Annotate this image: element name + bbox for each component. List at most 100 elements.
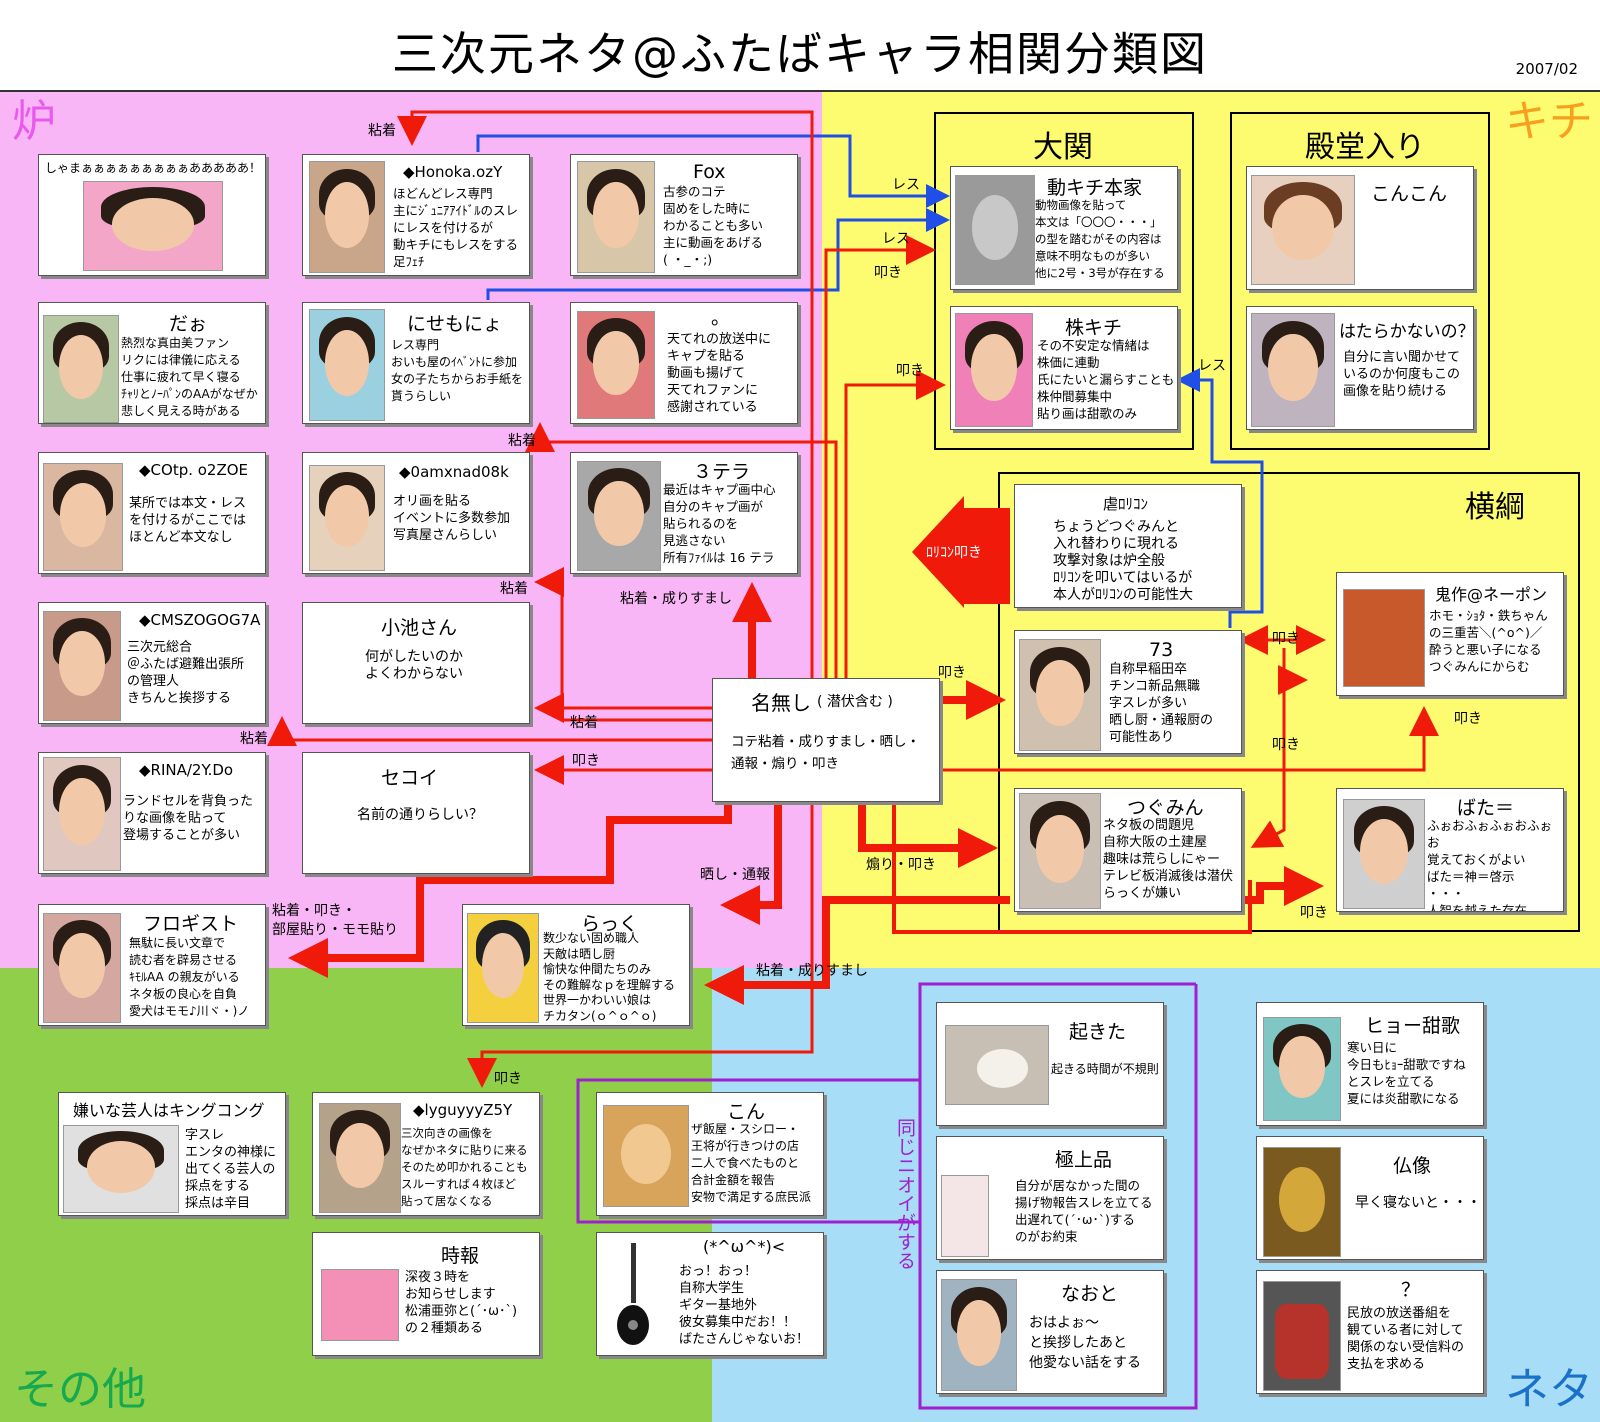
photo: [1263, 1017, 1341, 1121]
card-hatarakanai: はたらかないの？ 自分に言い聞かせて いるのか何度もこの 画像を貼り続ける: [1246, 306, 1474, 430]
photo: [603, 1105, 689, 1207]
card-desc: 名前の通りらしい？: [357, 807, 483, 823]
arrow-nanashi-cmsz: [267, 716, 712, 746]
card-name: セコイ: [381, 767, 439, 789]
card-jihou: 時報 深夜３時を お知らせします 松浦亜弥と(´･ω･`) の２種類ある: [312, 1232, 540, 1356]
arrow-label-res1: レス: [892, 177, 920, 193]
card-bata: ばた＝ ふぉおふぉふぉおふぉお 覚えておくがよい ばた＝神＝啓示 ・・・ 人智を…: [1336, 788, 1564, 912]
card-tsugumin: つぐみん ネタ板の問題児 自称大阪の土建屋 趣味は荒らしにゃー テレビ板消滅後は…: [1014, 788, 1242, 912]
card-desc: ホモ・ｼｮﾀ・鉄ちゃん の三重苦＼(^o^)／ 酔うと悪い子になる つぐみんにか…: [1429, 608, 1548, 674]
photo: [467, 913, 539, 1023]
card-desc: 数少ない固め職人 天敵は晒し厨 愉快な仲間たちのみ その難解なｐを理解する 世界…: [543, 931, 676, 1023]
photo: [1343, 589, 1425, 687]
card-desc: その不安定な情緒は 株価に連動 氏にたいと漏らすことも 株仲間募集中 貼り画は甜…: [1037, 338, 1175, 421]
card-frogist: フロギスト 無駄に長い文章で 読む者を辟易させる ｷﾓﾙAA の親友がいる ネタ…: [38, 904, 266, 1026]
card-desc: おっ！おっ！ 自称大学生 ギター基地外 彼女募集中だお！！ ばたさんじゃないお！: [679, 1264, 810, 1347]
card-sekoi: セコイ 名前の通りらしい？: [302, 752, 530, 874]
card-okita: 起きた 起きる時間が不規則: [936, 1002, 1164, 1126]
card-name: 名無し: [751, 691, 811, 715]
arrow-nisemonyo-doukichi: [486, 208, 950, 300]
arrow-label-res2: レス: [882, 231, 910, 247]
card-desc: 三次元総合 ＠ふたば避難出張所 の管理人 きちんと挨拶する: [127, 640, 245, 706]
card-desc: ザ飯屋・スシロー・ 王将が行きつけの店 二人で食べたものと 合計金額を報告 安物…: [691, 1122, 812, 1204]
photo: [945, 1025, 1049, 1105]
card-desc: 自分に言い聞かせて いるのか何度もこの 画像を貼り続ける: [1343, 350, 1461, 399]
photo: [1263, 1281, 1341, 1391]
card-name: 虐ﾛﾘｺﾝ: [1103, 495, 1149, 513]
photo: [1343, 799, 1425, 909]
arrow-label-nenchaku4: 粘着: [570, 715, 598, 731]
card-nanashi: 名無し ( 潜伏含む ) コテ粘着・成りすまし・晒し・ 通報・煽り・叩き: [712, 678, 940, 802]
card-oamx: ◆0amxnad08k オリ画を貼る イベントに多数参加 写真屋さんらしい: [302, 452, 530, 574]
card-desc: オリ画を貼る イベントに多数参加 写真屋さんらしい: [393, 494, 511, 543]
photo: [63, 1125, 179, 1213]
card-kon: こん ザ飯屋・スシロー・ 王将が行きつけの店 二人で食べたものと 合計金額を報告…: [596, 1092, 824, 1216]
photo: [577, 461, 661, 571]
card-desc: 古参のコテ 固めをした時に わかることも多い 主に動画をあげる ( ・_・;): [663, 184, 764, 267]
card-name: 仏像: [1393, 1155, 1432, 1177]
card-desc: 天てれの放送中に キャプを貼る 動画も揚げて 天てれファンに 感謝されている: [667, 332, 772, 415]
card-name: らっく: [581, 913, 639, 935]
card-doukichi: 動キチ本家 動物画像を貼って 本文は「〇〇〇・・・」 の型を踏むがその内容は 意…: [950, 166, 1178, 290]
photo: [309, 465, 385, 571]
arrow-nanashi-doukichi: [824, 235, 936, 688]
photo: [1263, 1147, 1341, 1257]
arrow-nanashi-kisaku: [940, 706, 1439, 772]
photo: [1019, 793, 1101, 909]
card-name: ◆RINA/2Y.Do: [139, 761, 234, 779]
card-desc: 起きる時間が不規則: [1051, 1062, 1159, 1076]
card-guitar: (*^ω^*)< おっ！おっ！ 自称大学生 ギター基地外 彼女募集中だお！！ ば…: [596, 1232, 824, 1356]
photo: [319, 1103, 401, 1213]
arrow-nanashi-bottom: [467, 790, 814, 1088]
arrow-nanashi-tsugumin-big: [858, 790, 998, 868]
photo: [955, 175, 1035, 285]
title-bar: 三次元ネタ@ふたばキャラ相関分類図 2007/02: [0, 0, 1600, 92]
card-desc: おはよぉ～ と挨拶したあと 他愛ない話をする: [1029, 1315, 1141, 1371]
card-73: 73 自称早稲田卒 チンコ新品無職 字スレが多い 晒し厨・通報厨の 可能性あり: [1014, 630, 1242, 754]
page-title: 三次元ネタ@ふたばキャラ相関分類図: [392, 27, 1208, 81]
card-name: だぉ: [169, 313, 208, 335]
card-desc: 自称早稲田卒 チンコ新品無職 字スレが多い 晒し厨・通報厨の 可能性あり: [1109, 662, 1214, 745]
arrow-label-tataki9: 叩き: [494, 1071, 522, 1087]
onaji-nioi-line: [576, 982, 1198, 1410]
card-cmsz: ◆CMSZOGOG7A 三次元総合 ＠ふたば避難出張所 の管理人 きちんと挨拶す…: [38, 602, 266, 724]
photo: [1019, 639, 1101, 751]
card-name: (*^ω^*)<: [703, 1237, 786, 1256]
card-name: 小池さん: [381, 617, 458, 639]
card-desc: 三次向きの画像を なぜかネタに貼りに来る そのため叩かれることも スルーすれば４…: [401, 1126, 528, 1208]
card-desc: 字スレ エンタの神様に 出てくる芸人の 採点をする 採点は辛目: [185, 1128, 277, 1211]
card-rina: ◆RINA/2Y.Do ランドセルを背負った りな画像を貼って 登場することが多…: [38, 752, 266, 874]
arrow-label-nenchaku5: 粘着: [240, 731, 268, 747]
arrow-label-tataki2: 叩き: [896, 363, 924, 379]
card-desc: 無駄に長い文章で 読む者を辟易させる ｷﾓﾙAA の親友がいる ネタ板の良心を自…: [129, 936, 250, 1018]
card-name: 動キチ本家: [1047, 177, 1143, 199]
card-desc: 某所では本文・レス を付けるがここでは ほとんど本文なし: [129, 496, 247, 545]
card-name: Fox: [693, 161, 726, 183]
guitar-icon: [617, 1243, 649, 1345]
card-name: 嫌いな芸人はキングコング: [73, 1101, 265, 1120]
card-desc: 民放の放送番組を 観ている者に対して 関係のない受信料の 支払を求める: [1347, 1306, 1465, 1372]
card-name: こんこん: [1371, 183, 1448, 205]
card-desc: 最近はキャプ画中心 自分のキャプ画が 貼られるのを 見逃さない 所有ﾌｧｲﾙは …: [663, 482, 776, 565]
photo: [955, 313, 1033, 427]
photo: [43, 757, 121, 871]
card-honoka: ◆Honoka.ozY ほどんどレス専門 主にｼﾞｭﾆｱｱｲﾄﾞﾙのスレ にレス…: [302, 154, 530, 276]
photo: [309, 161, 385, 273]
arrow-label-tataki5: 叩き: [1454, 711, 1482, 727]
arrow-label-nari1: 粘着・成りすまし: [620, 591, 732, 607]
photo: [43, 315, 119, 423]
frame-label-ozeki: 大関: [1033, 130, 1093, 165]
card-name: にせもにょ: [407, 313, 503, 335]
card-name: こん: [727, 1101, 766, 1123]
card-konkon: こんこん: [1246, 166, 1474, 290]
arrow-label-tataki4: 叩き: [938, 665, 966, 681]
frame-label-yokozuna: 横綱: [1465, 490, 1525, 525]
arrow-label-res3: レス: [1198, 358, 1226, 374]
arrow-tsugumin-kisaku2: [1278, 665, 1308, 695]
card-kabukichi: 株キチ その不安定な情緒は 株価に連動 氏にたいと漏らすことも 株仲間募集中 貼…: [950, 306, 1178, 430]
photo: [43, 611, 121, 721]
card-name: 時報: [441, 1245, 480, 1267]
card-name: 株キチ: [1065, 317, 1123, 339]
arrow-label-lorikon: ﾛﾘｺﾝ叩き: [926, 542, 982, 562]
arrow-label-sarashi: 晒し・通報: [700, 867, 770, 883]
